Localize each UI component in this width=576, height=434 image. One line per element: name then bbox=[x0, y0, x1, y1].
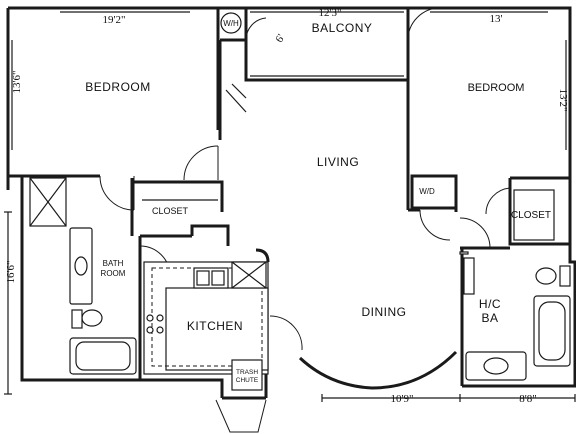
bath-room-label-line-1: BATH bbox=[103, 259, 124, 268]
water-heater-label: W/H bbox=[223, 19, 239, 28]
kitchen-fixtures bbox=[143, 248, 270, 391]
doors bbox=[99, 7, 511, 433]
bedroom-2-label: BEDROOM bbox=[468, 82, 525, 94]
closet-2-label: CLOSET bbox=[511, 210, 551, 221]
dining-label: DINING bbox=[362, 305, 407, 319]
bottom-mid-dim: 10'9" bbox=[391, 393, 414, 405]
trash-chute-label-line-2: CHUTE bbox=[236, 377, 259, 384]
closet-shelf-2 bbox=[513, 189, 555, 241]
balcony-label: BALCONY bbox=[312, 21, 373, 35]
windows bbox=[11, 11, 567, 150]
hc-ba-label-line-1: H/C bbox=[479, 297, 501, 311]
hc-ba-label-line-2: BA bbox=[481, 311, 498, 325]
bath-room-label-line-2: ROOM bbox=[101, 269, 126, 278]
washer-dryer-label: W/D bbox=[419, 187, 435, 196]
dimension-lines bbox=[4, 211, 576, 402]
bedroom-2-depth-dim: 13'2" bbox=[557, 89, 569, 112]
bedroom-2-width-dim: 13' bbox=[490, 13, 503, 25]
balcony-width-dim: 12'3" bbox=[319, 7, 342, 19]
closet-1-label: CLOSET bbox=[152, 206, 189, 216]
bottom-right-dim: 8'8" bbox=[519, 393, 536, 405]
bedroom-1-label: BEDROOM bbox=[85, 80, 151, 94]
dimension-labels: 19'2" 13'6" 12'3" 6' 13' 13'2" 16'6" 10'… bbox=[5, 7, 569, 405]
fixture-labels: W/H W/D TRASH CHUTE bbox=[223, 19, 435, 384]
living-label: LIVING bbox=[317, 155, 359, 169]
walls bbox=[6, 6, 576, 400]
bedroom-1-depth-dim: 13'6" bbox=[11, 71, 23, 94]
hc-bath-fixtures bbox=[459, 251, 571, 381]
room-labels: BEDROOM BALCONY BEDROOM LIVING DINING KI… bbox=[85, 21, 551, 333]
trash-chute-label-line-1: TRASH bbox=[236, 369, 258, 376]
balcony-depth-dim: 6' bbox=[273, 32, 287, 44]
left-overall-dim: 16'6" bbox=[5, 261, 17, 284]
water-heater-icon bbox=[220, 12, 242, 34]
kitchen-label: KITCHEN bbox=[187, 319, 243, 333]
bedroom-1-width-dim: 19'2" bbox=[103, 14, 126, 26]
bath-room-fixtures bbox=[29, 177, 137, 375]
